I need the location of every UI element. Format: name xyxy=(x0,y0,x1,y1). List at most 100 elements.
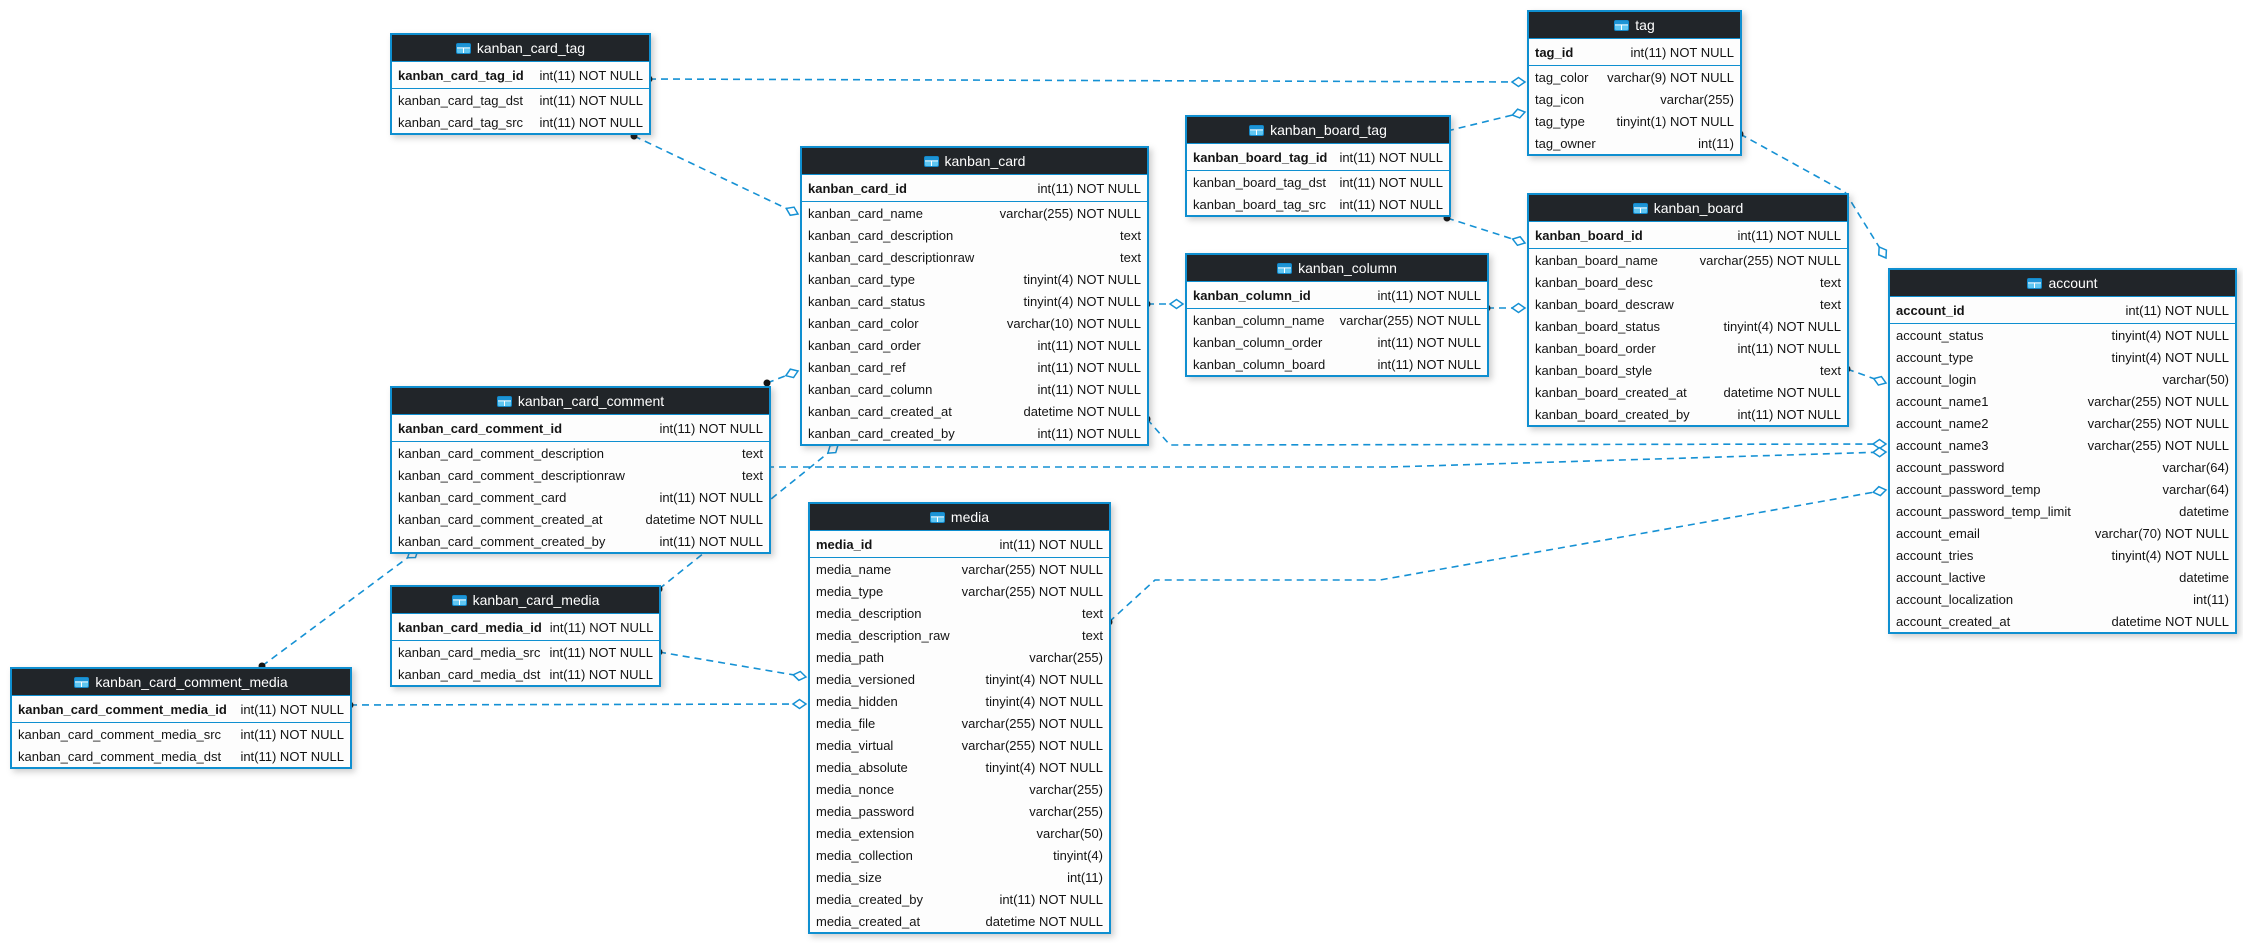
table-header[interactable]: media xyxy=(810,504,1109,531)
column-type: varchar(255) NOT NULL xyxy=(961,583,1103,599)
column-type: varchar(50) xyxy=(1036,825,1103,841)
table-title: kanban_card_tag xyxy=(476,40,586,56)
relationship-target-diamond xyxy=(1872,375,1888,386)
column-name: kanban_card_status xyxy=(808,293,926,309)
relationship-target-diamond xyxy=(826,444,840,454)
table-header[interactable]: kanban_board_tag xyxy=(1187,117,1449,144)
column-name: kanban_board_tag_src xyxy=(1193,196,1326,212)
column-name: kanban_card_descriptionraw xyxy=(808,249,975,265)
column-type: datetime NOT NULL xyxy=(2111,613,2229,629)
relationship-kanban_column-kanban_board[interactable] xyxy=(1483,302,1527,314)
relationship-kanban_card_tag-tag[interactable] xyxy=(645,75,1527,88)
table-title: kanban_card_media xyxy=(472,592,600,608)
relationship-kanban_board_tag-tag[interactable] xyxy=(1443,108,1527,135)
column-type: int(11) NOT NULL xyxy=(659,420,763,436)
column-type: int(11) NOT NULL xyxy=(240,726,344,742)
table-header[interactable]: kanban_card_media xyxy=(392,587,659,614)
table-header[interactable]: tag xyxy=(1529,12,1740,39)
column-type: tinyint(4) NOT NULL xyxy=(985,671,1103,687)
column-name: kanban_card_created_at xyxy=(808,403,952,419)
column-name: kanban_card_created_by xyxy=(808,425,955,441)
column-name: kanban_card_order xyxy=(808,337,921,353)
table-header[interactable]: kanban_card xyxy=(802,148,1147,175)
relationship-kanban_card-kanban_column[interactable] xyxy=(1143,298,1185,310)
column-type: int(11) NOT NULL xyxy=(240,748,344,764)
column-name: media_type xyxy=(816,583,884,599)
column-type: int(11) NOT NULL xyxy=(1037,381,1141,397)
column-type: varchar(255) NOT NULL xyxy=(1339,312,1481,328)
column-name: kanban_board_tag_id xyxy=(1193,149,1328,165)
relationship-line xyxy=(349,703,794,706)
table-header[interactable]: kanban_board xyxy=(1529,195,1847,222)
column-type: int(11) NOT NULL xyxy=(1630,44,1734,60)
relationship-kanban_board-account[interactable] xyxy=(1843,365,1888,386)
relationship-kanban_card_comment-account[interactable] xyxy=(763,446,1888,471)
column-name: kanban_column_id xyxy=(1193,287,1311,303)
column-name: kanban_card_description xyxy=(808,227,954,243)
column-type: int(11) NOT NULL xyxy=(1037,425,1141,441)
column-name: account_password_temp_limit xyxy=(1896,503,2071,519)
column-type: int(11) NOT NULL xyxy=(1339,196,1443,212)
column-name: kanban_card_name xyxy=(808,205,923,221)
column-type: varchar(64) xyxy=(2162,481,2229,497)
table-header[interactable]: kanban_card_comment xyxy=(392,388,769,415)
column-type: int(11) NOT NULL xyxy=(659,489,763,505)
column-type: datetime NOT NULL xyxy=(1723,384,1841,400)
column-type: int(11) NOT NULL xyxy=(539,92,643,108)
table-header[interactable]: kanban_card_comment_media xyxy=(12,669,350,696)
relationship-kanban_board_tag-kanban_board[interactable] xyxy=(1443,214,1527,247)
relationship-kanban_card_comment-kanban_card[interactable] xyxy=(763,368,800,387)
column-name: media_path xyxy=(816,649,884,665)
table-title: kanban_column xyxy=(1298,260,1397,276)
relationship-kanban_card_comment_media-media[interactable] xyxy=(346,698,808,710)
column-type: datetime xyxy=(2179,503,2229,519)
column-name: kanban_board_order xyxy=(1535,340,1656,356)
relationship-media-account[interactable] xyxy=(1105,485,1888,626)
table-header[interactable]: kanban_card_tag xyxy=(392,35,649,62)
column-name: media_created_by xyxy=(816,891,923,907)
relationship-target-diamond xyxy=(791,670,808,682)
column-name: kanban_card_type xyxy=(808,271,915,287)
table-kanban_board_tag[interactable]: kanban_board_tag kanban_board_tag_id int(1… xyxy=(1185,115,1451,217)
column-type: text xyxy=(1820,362,1841,378)
table-header[interactable]: kanban_column xyxy=(1187,255,1487,282)
column-name: account_password xyxy=(1896,459,2005,475)
relationship-target-diamond xyxy=(1510,76,1527,88)
relationship-kanban_card_tag-kanban_card[interactable] xyxy=(630,132,800,217)
column-name: media_collection xyxy=(816,847,913,863)
relationship-kanban_card_media-media[interactable] xyxy=(655,648,808,682)
column-type: tinyint(4) NOT NULL xyxy=(2111,349,2229,365)
column-type: tinyint(4) NOT NULL xyxy=(1023,293,1141,309)
column-name: kanban_card_media_id xyxy=(398,619,542,635)
column-type: text xyxy=(1820,274,1841,290)
table-header[interactable]: account xyxy=(1890,270,2235,297)
